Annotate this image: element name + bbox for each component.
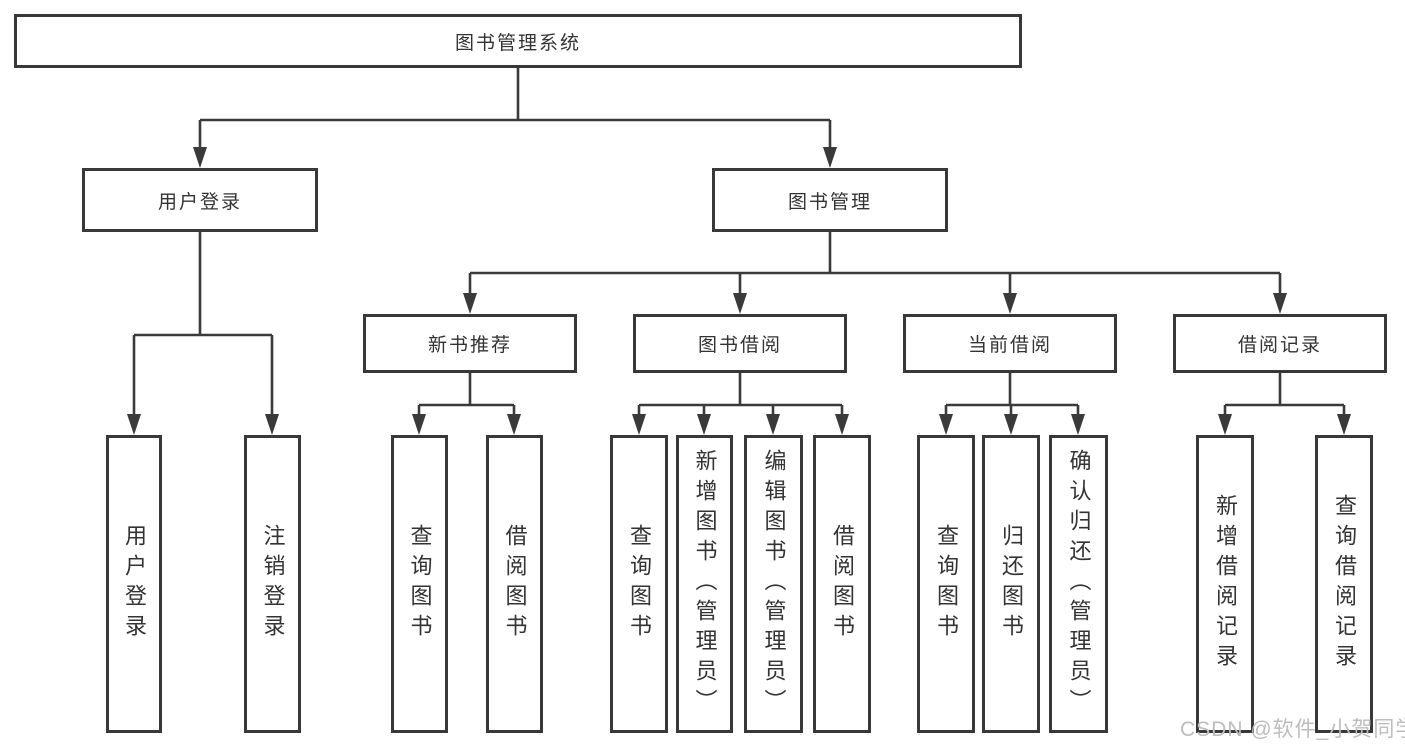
node-label: 当前借阅	[967, 335, 1052, 356]
node-label: 借阅图书	[502, 524, 528, 644]
node-book-borrow: 图书借阅	[633, 314, 847, 373]
node-book-management: 图书管理	[712, 168, 948, 232]
leaf-query-books-recommend: 查询图书	[391, 435, 448, 733]
connector-root	[193, 68, 837, 168]
leaf-add-borrow-record: 新增借阅记录	[1196, 435, 1254, 733]
node-label: 查询图书	[934, 524, 959, 644]
csdn-watermark: CSDN @软件_小贺同学	[1180, 718, 1405, 741]
leaf-borrow-books: 借阅图书	[813, 435, 871, 733]
node-label: 确认归还（管理员）	[1066, 449, 1092, 719]
node-new-book-recommend: 新书推荐	[363, 314, 577, 373]
leaf-query-borrow-record: 查询借阅记录	[1315, 435, 1373, 733]
connector-book-borrow	[632, 373, 849, 435]
leaf-confirm-return-admin: 确认归还（管理员）	[1049, 435, 1108, 733]
connector-current-borrow	[939, 373, 1085, 435]
leaf-edit-book-admin: 编辑图书（管理员）	[744, 435, 803, 733]
connector-borrow-records	[1218, 373, 1351, 435]
leaf-add-book-admin: 新增图书（管理员）	[676, 435, 733, 733]
node-label: 新增借阅记录	[1213, 494, 1238, 674]
node-label: 查询借阅记录	[1332, 494, 1357, 674]
node-label: 归还图书	[999, 524, 1024, 644]
node-label: 图书借阅	[697, 335, 782, 356]
node-label: 新增图书（管理员）	[692, 449, 718, 719]
leaf-query-books-borrow: 查询图书	[610, 435, 668, 733]
connector-user-login	[127, 232, 279, 435]
node-label: 图书管理系统	[454, 32, 581, 54]
node-label: 查询图书	[627, 524, 652, 644]
connector-new-book-recommend	[412, 373, 521, 435]
leaf-borrow-books-recommend: 借阅图书	[486, 435, 543, 733]
node-current-borrow: 当前借阅	[903, 314, 1117, 373]
node-label: 编辑图书（管理员）	[761, 449, 787, 719]
node-label: 查询图书	[407, 524, 433, 644]
leaf-query-books-current: 查询图书	[917, 435, 975, 733]
node-label: 借阅图书	[830, 524, 855, 644]
connector-book-management	[463, 232, 1287, 314]
node-label: 用户登录	[157, 191, 242, 213]
node-label: 用户登录	[122, 524, 147, 644]
node-borrow-records: 借阅记录	[1173, 314, 1387, 373]
node-library-system: 图书管理系统	[14, 14, 1022, 68]
leaf-return-book: 归还图书	[982, 435, 1040, 733]
node-label: 图书管理	[787, 191, 872, 213]
node-label: 新书推荐	[427, 335, 512, 356]
leaf-user-login: 用户登录	[106, 435, 162, 733]
node-user-login: 用户登录	[82, 168, 318, 232]
leaf-logout: 注销登录	[244, 435, 301, 733]
node-label: 借阅记录	[1237, 335, 1322, 356]
node-label: 注销登录	[260, 524, 286, 644]
